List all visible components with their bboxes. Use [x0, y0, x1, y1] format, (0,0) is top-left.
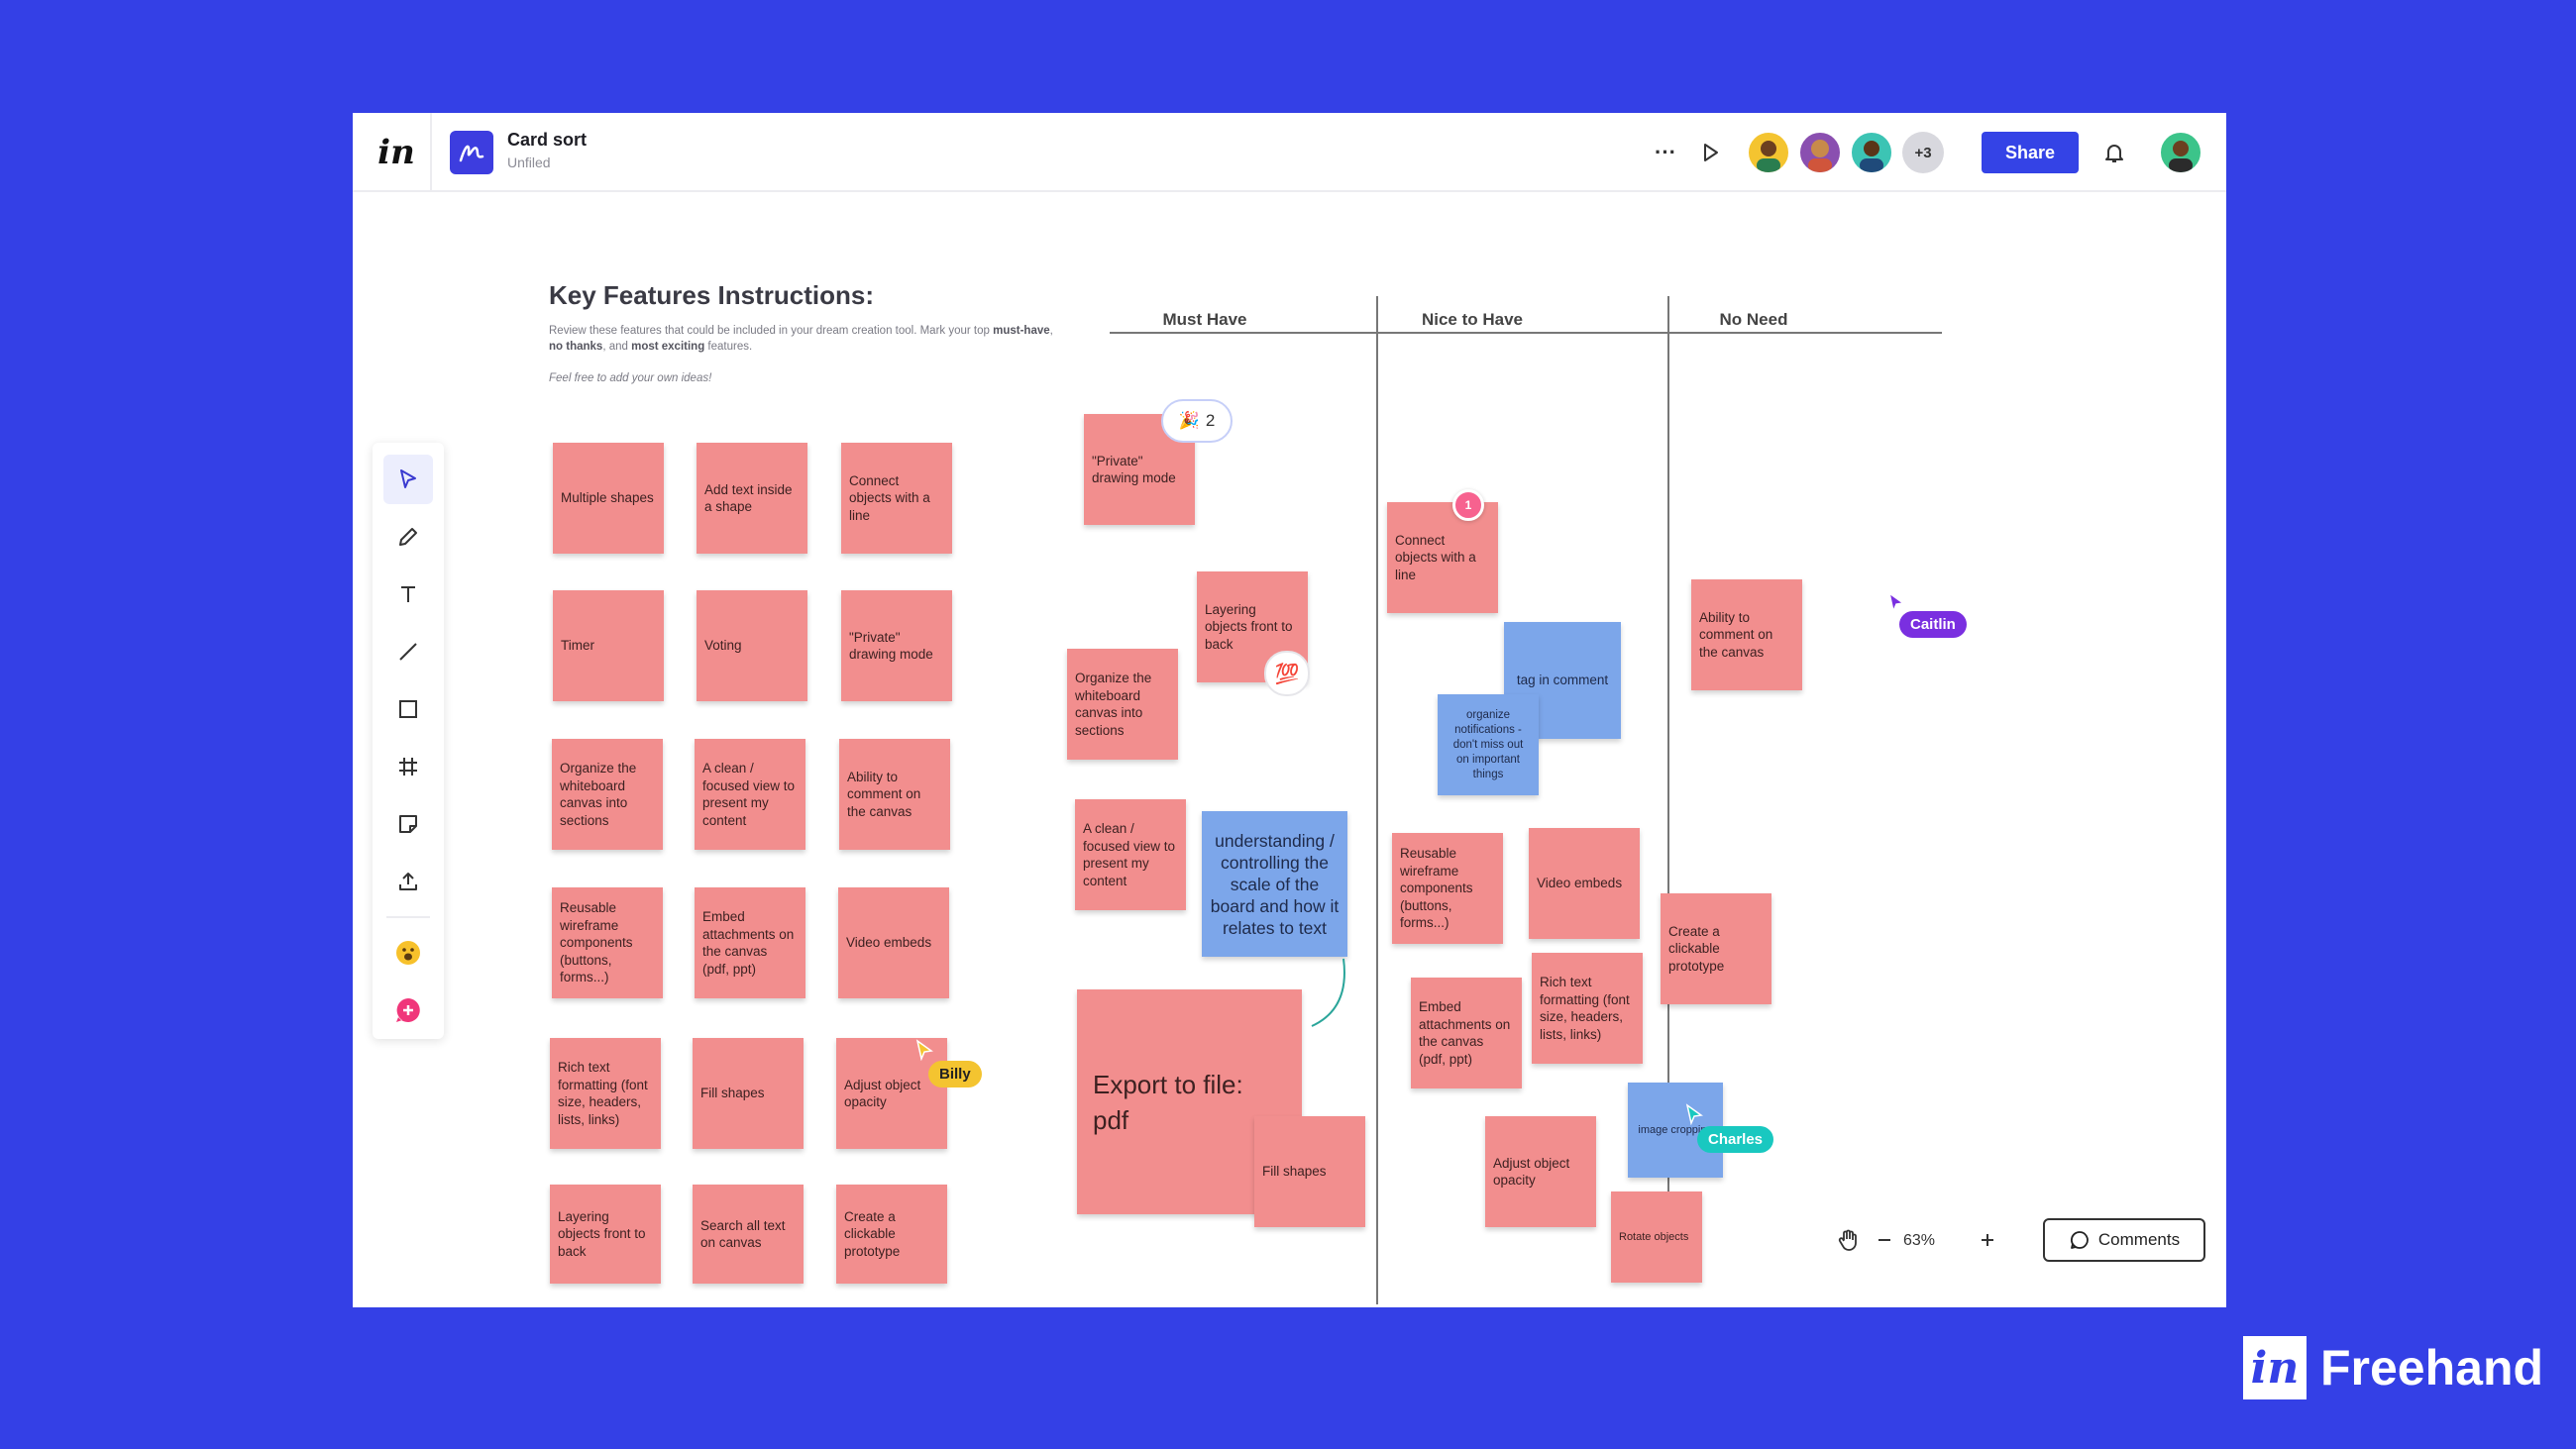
sticky-note[interactable]: Reusable wireframe components (buttons, …: [552, 887, 663, 998]
sticky-note-icon[interactable]: [383, 799, 433, 849]
divider: [386, 916, 430, 918]
sticky-note[interactable]: A clean / focused view to present my con…: [695, 739, 805, 850]
sticky-note[interactable]: Connect objects with a line: [841, 443, 952, 554]
collaborator-avatar[interactable]: [1849, 130, 1894, 175]
cursor-arrow-icon: [915, 1039, 933, 1061]
sticky-note[interactable]: Video embeds: [1529, 828, 1640, 939]
sticky-note[interactable]: Voting: [697, 590, 807, 701]
sticky-note[interactable]: Organize the whiteboard canvas into sect…: [1067, 649, 1178, 760]
column-divider: [1376, 296, 1378, 1304]
document-title[interactable]: Card sort: [507, 130, 588, 150]
connector-line: [1311, 958, 1345, 1027]
party-reaction-badge[interactable]: 🎉2: [1161, 399, 1233, 443]
cursor-arrow-icon: [1887, 591, 1905, 613]
user-avatar[interactable]: [2158, 130, 2203, 175]
sticky-note[interactable]: A clean / focused view to present my con…: [1075, 799, 1186, 910]
document-location[interactable]: Unfiled: [507, 155, 551, 170]
sticky-note[interactable]: Multiple shapes: [553, 443, 664, 554]
sticky-note[interactable]: Reusable wireframe components (buttons, …: [1392, 833, 1503, 944]
sticky-note[interactable]: Adjust object opacity: [1485, 1116, 1596, 1227]
collaborator-avatar[interactable]: [1746, 130, 1791, 175]
line-tool-icon[interactable]: [383, 627, 433, 676]
tool-palette: [373, 443, 444, 1039]
bell-icon[interactable]: [2094, 133, 2134, 172]
add-comment-icon[interactable]: [383, 985, 433, 1035]
zoom-level[interactable]: 63%: [1903, 1232, 1936, 1249]
comments-label: Comments: [2097, 1230, 2181, 1249]
text-tool-icon[interactable]: [383, 569, 433, 619]
instructions-text: Review these features that could be incl…: [549, 325, 1053, 353]
sticky-note-blue[interactable]: understanding / controlling the scale of…: [1202, 811, 1347, 957]
sticky-note[interactable]: Fill shapes: [1254, 1116, 1365, 1227]
column-header-nice-to-have: Nice to Have: [1421, 310, 1524, 329]
reaction-count: 2: [1205, 411, 1216, 430]
pencil-icon[interactable]: [383, 512, 433, 562]
more-options-button[interactable]: ···: [1655, 140, 1676, 164]
hand-pan-icon[interactable]: [1829, 1220, 1869, 1260]
sticky-note[interactable]: Timer: [553, 590, 664, 701]
sticky-note[interactable]: Organize the whiteboard canvas into sect…: [552, 739, 663, 850]
frame-tool-icon[interactable]: [383, 742, 433, 791]
column-header-must-have: Must Have: [1162, 310, 1247, 329]
zoom-in-icon[interactable]: [1970, 1220, 2005, 1260]
sticky-note[interactable]: Add text inside a shape: [697, 443, 807, 554]
sticky-note[interactable]: Layering objects front to back: [1197, 571, 1308, 682]
share-button[interactable]: Share: [1982, 132, 2079, 173]
sticky-note[interactable]: Ability to comment on the canvas: [839, 739, 950, 850]
freehand-doc-icon: [450, 131, 493, 174]
select-arrow-icon[interactable]: [383, 455, 433, 504]
sticky-note[interactable]: Layering objects front to back: [550, 1185, 661, 1284]
sticky-note[interactable]: Connect objects with a line: [1387, 502, 1498, 613]
comment-icon: [2070, 1231, 2089, 1249]
sticky-note[interactable]: "Private" drawing mode: [841, 590, 952, 701]
cursor-label-charles: Charles: [1697, 1126, 1774, 1153]
sticky-note-blue[interactable]: organize notifications - don't miss out …: [1438, 694, 1539, 795]
freehand-wordmark: Freehand: [2320, 1340, 2544, 1396]
comments-button[interactable]: Comments: [2043, 1218, 2205, 1262]
upload-icon[interactable]: [383, 857, 433, 906]
rectangle-tool-icon[interactable]: [383, 684, 433, 734]
sticky-note[interactable]: Create a clickable prototype: [836, 1185, 947, 1284]
comment-bubble-small[interactable]: 1: [1452, 489, 1484, 521]
sticky-note[interactable]: Rich text formatting (font size, headers…: [1532, 953, 1643, 1064]
sticky-note[interactable]: Rich text formatting (font size, headers…: [550, 1038, 661, 1149]
top-bar: in Card sort Unfiled ··· +3 Share: [353, 113, 2226, 192]
sticky-note[interactable]: Create a clickable prototype: [1661, 893, 1771, 1004]
divider: [430, 113, 432, 192]
hundred-points-icon[interactable]: 💯: [1264, 651, 1310, 696]
column-header-no-need: No Need: [1719, 310, 1788, 329]
invision-brand-logo: in: [2243, 1336, 2307, 1399]
sticky-note[interactable]: Adjust object opacity: [836, 1038, 947, 1149]
collaborator-avatar[interactable]: [1797, 130, 1843, 175]
invision-logo[interactable]: in: [377, 133, 415, 172]
cursor-label-caitlin: Caitlin: [1899, 611, 1967, 638]
sticky-note[interactable]: Fill shapes: [693, 1038, 804, 1149]
more-collaborators-badge[interactable]: +3: [1902, 132, 1944, 173]
sticky-note[interactable]: Embed attachments on the canvas (pdf, pp…: [1411, 978, 1522, 1088]
cursor-label-billy: Billy: [928, 1061, 982, 1087]
instructions-heading: Key Features Instructions:: [549, 280, 874, 310]
column-header-line: [1110, 332, 1942, 334]
freehand-app-window: in Card sort Unfiled ··· +3 Share: [353, 113, 2226, 1307]
sticky-note[interactable]: Video embeds: [838, 887, 949, 998]
sticky-note[interactable]: Ability to comment on the canvas: [1691, 579, 1802, 690]
instructions-note: Feel free to add your own ideas!: [549, 372, 712, 384]
sticky-note[interactable]: Rotate objects: [1611, 1191, 1702, 1283]
zoom-out-icon[interactable]: [1867, 1220, 1902, 1260]
cursor-arrow-icon: [1685, 1103, 1703, 1125]
emoji-reaction-icon[interactable]: [383, 928, 433, 978]
party-popper-icon: 🎉: [1178, 411, 1200, 430]
sticky-note[interactable]: Embed attachments on the canvas (pdf, pp…: [695, 887, 805, 998]
column-divider: [1667, 296, 1669, 1222]
present-play-icon[interactable]: [1690, 133, 1730, 172]
sticky-note[interactable]: Search all text on canvas: [693, 1185, 804, 1284]
